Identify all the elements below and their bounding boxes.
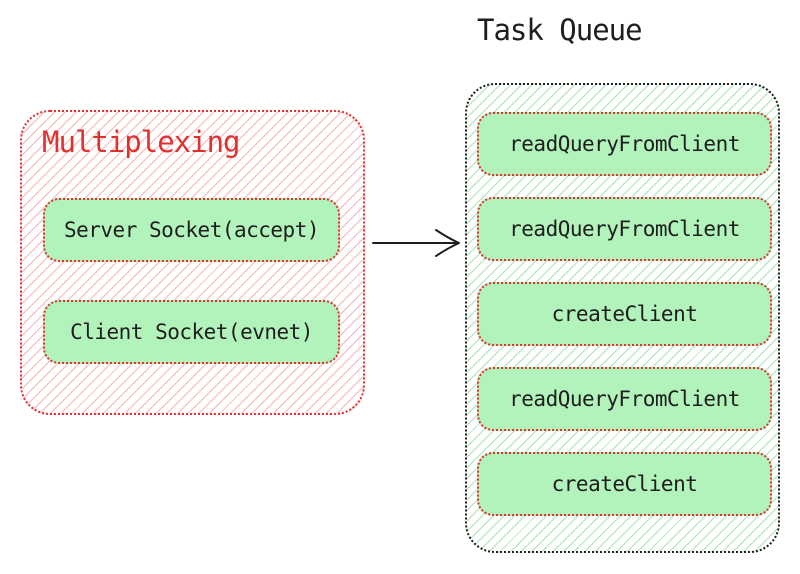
- multiplexing-group: Multiplexing Server Socket(accept) Clien…: [20, 110, 365, 415]
- task-queue-group: readQueryFromClient readQueryFromClient …: [465, 83, 780, 553]
- task-queue-item: readQueryFromClient: [477, 367, 772, 431]
- flow-arrow: [372, 229, 460, 257]
- server-socket-node: Server Socket(accept): [43, 198, 340, 262]
- task-queue-item: createClient: [477, 452, 772, 516]
- task-queue-item: readQueryFromClient: [477, 112, 772, 176]
- client-socket-node: Client Socket(evnet): [43, 300, 340, 364]
- task-queue-item: readQueryFromClient: [477, 197, 772, 261]
- task-queue-item: createClient: [477, 282, 772, 346]
- task-queue-title: Task Queue: [477, 13, 643, 47]
- multiplexing-title: Multiplexing: [42, 125, 241, 159]
